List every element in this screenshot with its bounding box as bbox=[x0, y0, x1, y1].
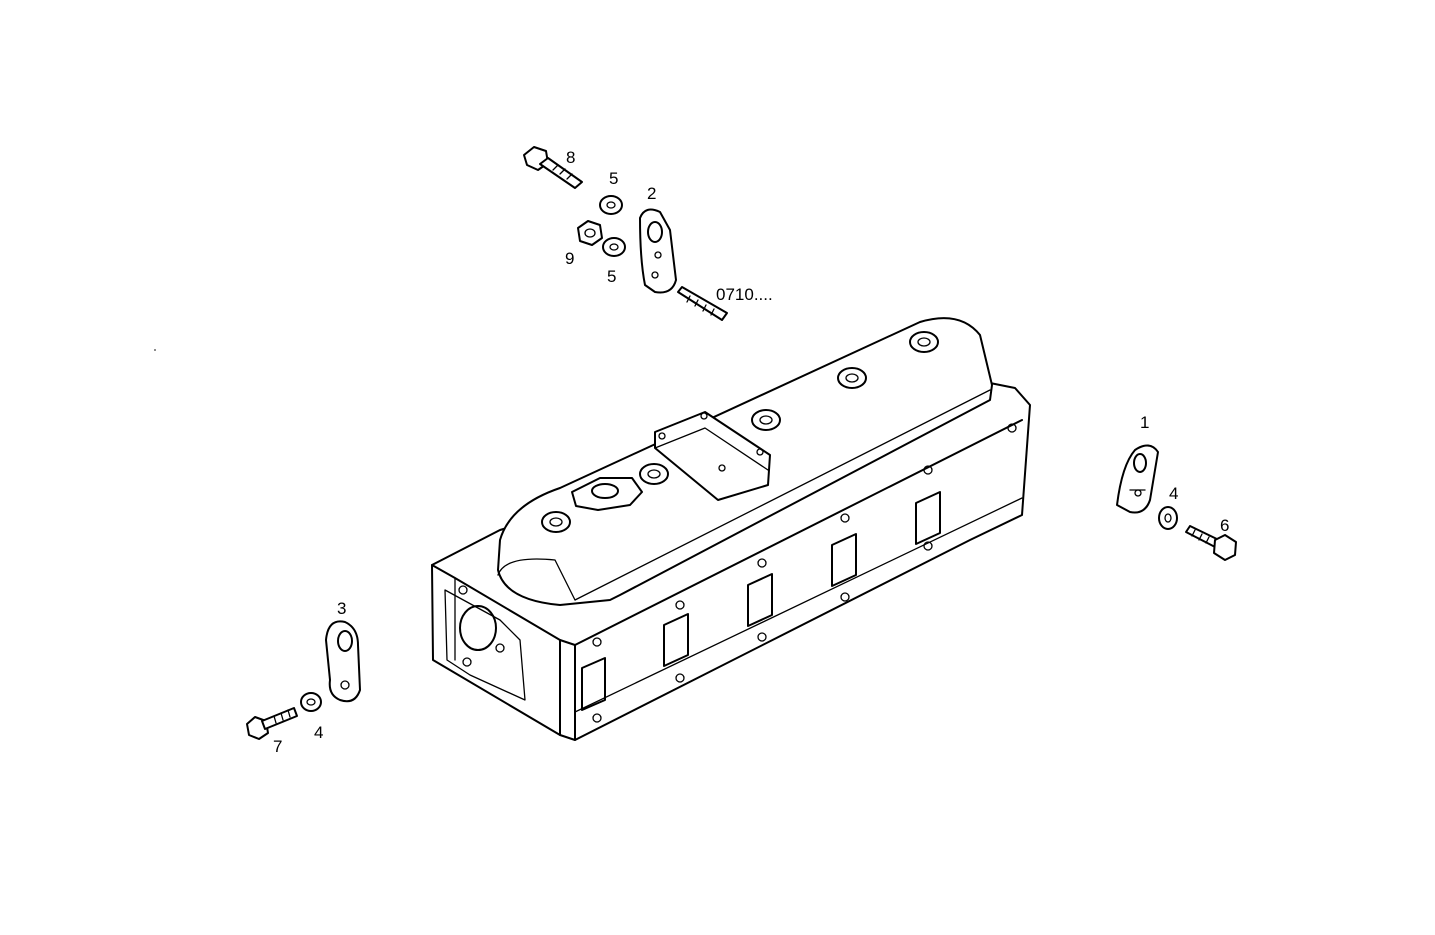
bolt-top bbox=[523, 146, 583, 189]
bolt-left bbox=[246, 707, 298, 740]
callout-5-bottom: 5 bbox=[607, 267, 616, 286]
callout-3: 3 bbox=[337, 599, 346, 618]
stud-bolt bbox=[677, 286, 728, 321]
callout-5-top: 5 bbox=[609, 169, 618, 188]
callout-stud-0710: 0710.... bbox=[716, 285, 773, 304]
callout-2: 2 bbox=[647, 184, 656, 203]
lifting-eye-right bbox=[1116, 444, 1159, 514]
callout-7: 7 bbox=[273, 737, 282, 756]
lifting-eye-top bbox=[639, 208, 677, 294]
callout-4-right: 4 bbox=[1169, 484, 1178, 503]
side-bolt-holes bbox=[592, 423, 1017, 723]
washer-top-upper bbox=[599, 195, 623, 215]
callout-6: 6 bbox=[1220, 516, 1229, 535]
callout-1: 1 bbox=[1140, 413, 1149, 432]
lifting-eye-left bbox=[325, 620, 361, 703]
side-ports bbox=[581, 491, 941, 711]
scan-dot bbox=[154, 349, 156, 351]
rocker-cover bbox=[497, 317, 993, 606]
washer-right bbox=[1158, 506, 1178, 530]
callout-4-left: 4 bbox=[314, 723, 323, 742]
cylinder-head bbox=[431, 317, 1031, 741]
callout-labels: 1 2 3 4 4 5 5 6 7 8 9 0710.... bbox=[273, 148, 1229, 756]
bolt-right bbox=[1185, 525, 1237, 561]
washer-left bbox=[300, 692, 322, 712]
callout-8: 8 bbox=[566, 148, 575, 167]
callout-9: 9 bbox=[565, 249, 574, 268]
washer-top-lower bbox=[602, 237, 626, 257]
nut-top bbox=[577, 220, 603, 246]
